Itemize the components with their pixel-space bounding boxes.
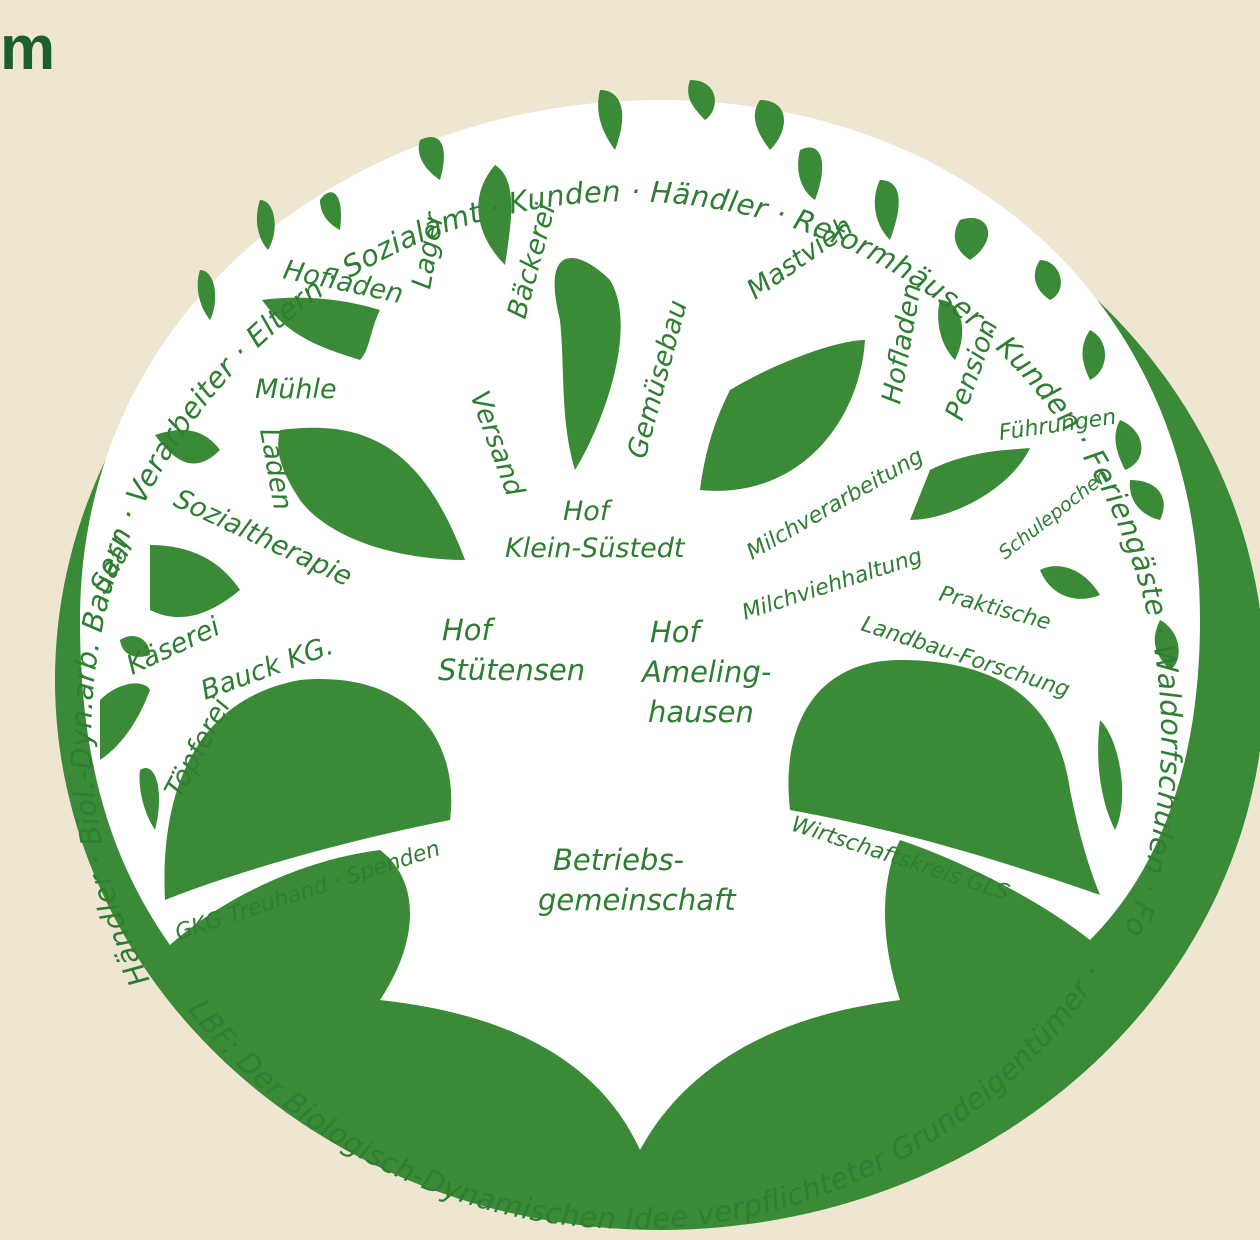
tree-white-area xyxy=(80,100,1200,1150)
label-hof-klein-suestedt-2: Klein-Süstedt xyxy=(505,533,686,564)
label-hof-stuetensen-1: Hof xyxy=(442,613,496,647)
label-hof-klein-suestedt-1: Hof xyxy=(563,496,613,527)
cropped-title-fragment: m xyxy=(0,14,56,83)
label-betriebs-1: Betriebs- xyxy=(553,843,684,877)
label-hof-stuetensen-2: Stütensen xyxy=(438,653,585,687)
root-left xyxy=(164,679,452,900)
root-right xyxy=(788,660,1100,895)
label-betriebs-2: gemeinschaft xyxy=(538,883,737,917)
label-hof-ameling-3: hausen xyxy=(648,695,754,729)
label-muehle: Mühle xyxy=(255,374,337,405)
label-hof-ameling-1: Hof xyxy=(650,615,704,649)
label-hof-ameling-2: Ameling- xyxy=(640,655,771,689)
branch-leaves xyxy=(100,80,1179,830)
